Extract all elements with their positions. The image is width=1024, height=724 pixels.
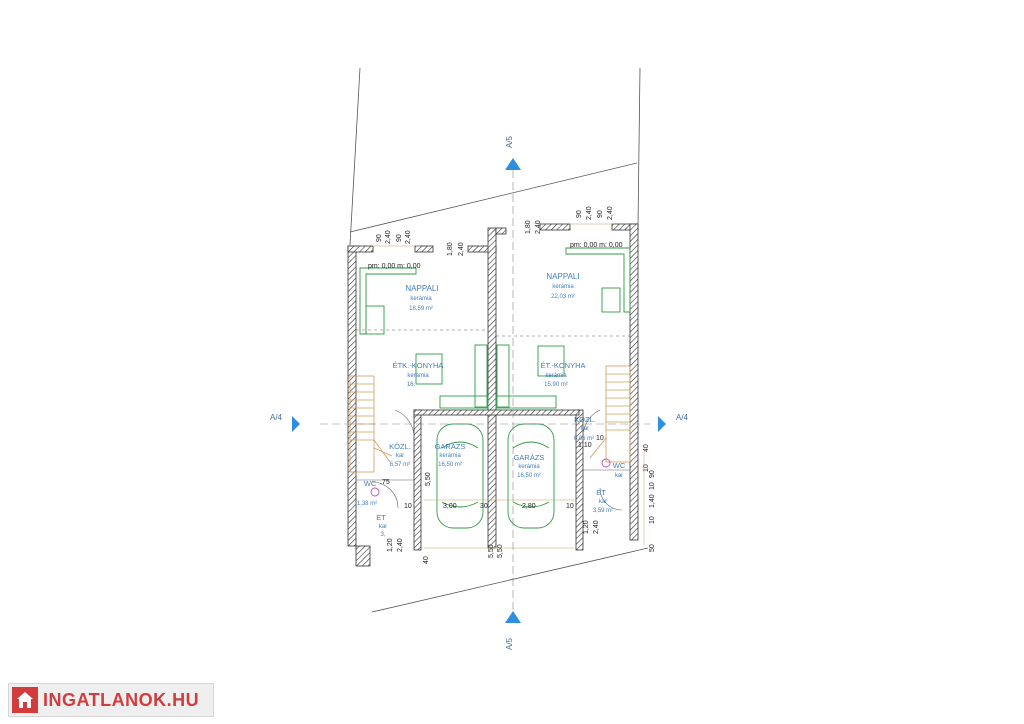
room-floor-wc-right: kar bbox=[615, 473, 623, 479]
room-area-et-right: 3,59 m² bbox=[593, 508, 613, 514]
dim-bottom-right-1: 1,20 bbox=[583, 520, 590, 534]
dim-garage-depth: 5,50 bbox=[425, 472, 432, 486]
dim-left-side-10: 10 bbox=[404, 503, 412, 510]
dim-top-left-4: 2,40 bbox=[405, 230, 412, 244]
dim-right-edge-4: 10 bbox=[649, 482, 656, 490]
logo-text: INGATLANOK.HU bbox=[43, 689, 200, 710]
dim-right-side-10: 10 bbox=[566, 503, 574, 510]
room-name-wc-right: WC bbox=[613, 461, 626, 470]
room-floor-et-right: kar bbox=[599, 499, 607, 505]
dim-top-right-1: 90 bbox=[576, 210, 583, 218]
dim-hall-right-2: 10 bbox=[596, 435, 604, 442]
dim-top-left-1: 90 bbox=[376, 234, 383, 242]
room-floor-et-left: kar bbox=[379, 524, 387, 530]
room-area-kitchen-left: 16, bbox=[407, 382, 416, 388]
dim-bottom-left-1: 1,20 bbox=[387, 538, 394, 552]
room-floor-garage-right: kerámia bbox=[518, 464, 540, 470]
level-mark-left: pm: 0,00 m: 0,00 bbox=[368, 263, 421, 270]
dim-wall-mid: 30 bbox=[480, 503, 488, 510]
room-name-kitchen-right: ÉT.-KONYHA bbox=[540, 361, 585, 370]
dim-garage-width-right: 2,80 bbox=[522, 503, 536, 510]
walls bbox=[347, 223, 639, 567]
dim-wc-left: .75 bbox=[380, 479, 390, 486]
dim-bottom-right-2: 2,40 bbox=[593, 520, 600, 534]
room-floor-hall-left: kar bbox=[396, 453, 404, 459]
section-label-top: A/5 bbox=[505, 135, 514, 148]
room-name-garage-left: GARÁZS bbox=[435, 442, 466, 451]
dim-top-right-3: 90 bbox=[597, 210, 604, 218]
dim-top-left-6: 2,40 bbox=[458, 242, 465, 256]
room-name-et-right: ET bbox=[596, 488, 606, 497]
room-floor-living-right: kerámia bbox=[552, 284, 574, 290]
dim-right-edge-5: 1,40 bbox=[649, 494, 656, 508]
room-area-hall-left: 6,57 m² bbox=[390, 462, 410, 468]
room-area-living-right: 22,03 m² bbox=[551, 294, 575, 300]
staircase-right bbox=[589, 365, 631, 463]
dim-bottom-left-2: 2,40 bbox=[397, 538, 404, 552]
plot-boundary bbox=[349, 67, 649, 613]
room-area-garage-left: 16,50 m² bbox=[438, 462, 462, 468]
section-label-left: A/4 bbox=[270, 413, 283, 422]
room-area-hall-right: 6,06 m² bbox=[574, 436, 594, 442]
room-name-garage-right: GARÁZS bbox=[514, 453, 545, 462]
dim-top-left-2: 2,40 bbox=[385, 230, 392, 244]
interior-lines bbox=[356, 329, 630, 511]
dim-top-right-2: 2,40 bbox=[586, 206, 593, 220]
dim-top-right-4: 2,40 bbox=[607, 206, 614, 220]
section-label-right: A/4 bbox=[676, 413, 689, 422]
furniture bbox=[359, 247, 631, 409]
dim-right-edge-6: 10 bbox=[649, 516, 656, 524]
dim-right-edge-7: 50 bbox=[649, 544, 656, 552]
house-icon bbox=[12, 687, 38, 713]
room-name-living-right: NAPPALI bbox=[546, 272, 579, 281]
dim-right-edge-3: 90 bbox=[649, 470, 656, 478]
room-area-et-left: 3, bbox=[380, 532, 385, 538]
car-left bbox=[436, 423, 484, 529]
room-area-living-left: 18,59 m² bbox=[409, 306, 433, 312]
dim-bottom-left-3: 40 bbox=[423, 556, 430, 564]
room-area-garage-right: 16,50 m² bbox=[517, 473, 541, 479]
dimension-lines bbox=[374, 223, 645, 549]
dimension-labels: 90 2,40 90 2,40 1,80 2,40 1,80 2,40 90 2… bbox=[376, 206, 656, 564]
room-name-kitchen-left: ÉTK.-KONYHA bbox=[393, 361, 444, 370]
room-name-et-left: ET bbox=[376, 513, 386, 522]
room-floor-hall-right: kar bbox=[581, 426, 589, 432]
room-area-wc-left: 1,38 m² bbox=[357, 501, 377, 507]
dim-right-edge-1: 40 bbox=[643, 444, 650, 452]
level-mark-right: pm: 0,00 m: 0,00 bbox=[570, 242, 623, 249]
room-floor-living-left: kerámia bbox=[410, 296, 432, 302]
watermark-logo: INGATLANOK.HU bbox=[8, 683, 214, 717]
room-name-hall-left: KÖZL. bbox=[389, 442, 411, 451]
dim-top-left-5: 1,80 bbox=[447, 242, 454, 256]
dim-top-left-3: 90 bbox=[396, 234, 403, 242]
section-label-bottom: A/5 bbox=[505, 637, 514, 650]
section-lines bbox=[320, 170, 650, 610]
room-floor-kitchen-left: kerámia bbox=[407, 373, 429, 379]
dim-top-mid-1: 1,80 bbox=[525, 220, 532, 234]
dim-bottom-mid-1: 5,50 bbox=[488, 544, 495, 558]
dim-top-mid-2: 2,40 bbox=[535, 220, 542, 234]
wc-fixtures bbox=[370, 458, 611, 497]
dim-right-edge-2: 10 bbox=[643, 464, 650, 472]
dim-bottom-mid-2: 5,50 bbox=[497, 544, 504, 558]
room-name-wc-left: WC bbox=[364, 479, 377, 488]
room-name-living-left: NAPPALI bbox=[405, 284, 438, 293]
room-floor-kitchen-right: kerámia bbox=[545, 373, 567, 379]
room-area-kitchen-right: 15,90 m² bbox=[544, 382, 568, 388]
section-arrows bbox=[292, 158, 666, 623]
room-name-hall-right: KÖZL. bbox=[574, 415, 596, 424]
room-floor-garage-left: kerámia bbox=[439, 453, 461, 459]
dim-hall-right-1: 1,10 bbox=[578, 442, 592, 449]
dim-garage-width-left: 3,00 bbox=[443, 503, 457, 510]
